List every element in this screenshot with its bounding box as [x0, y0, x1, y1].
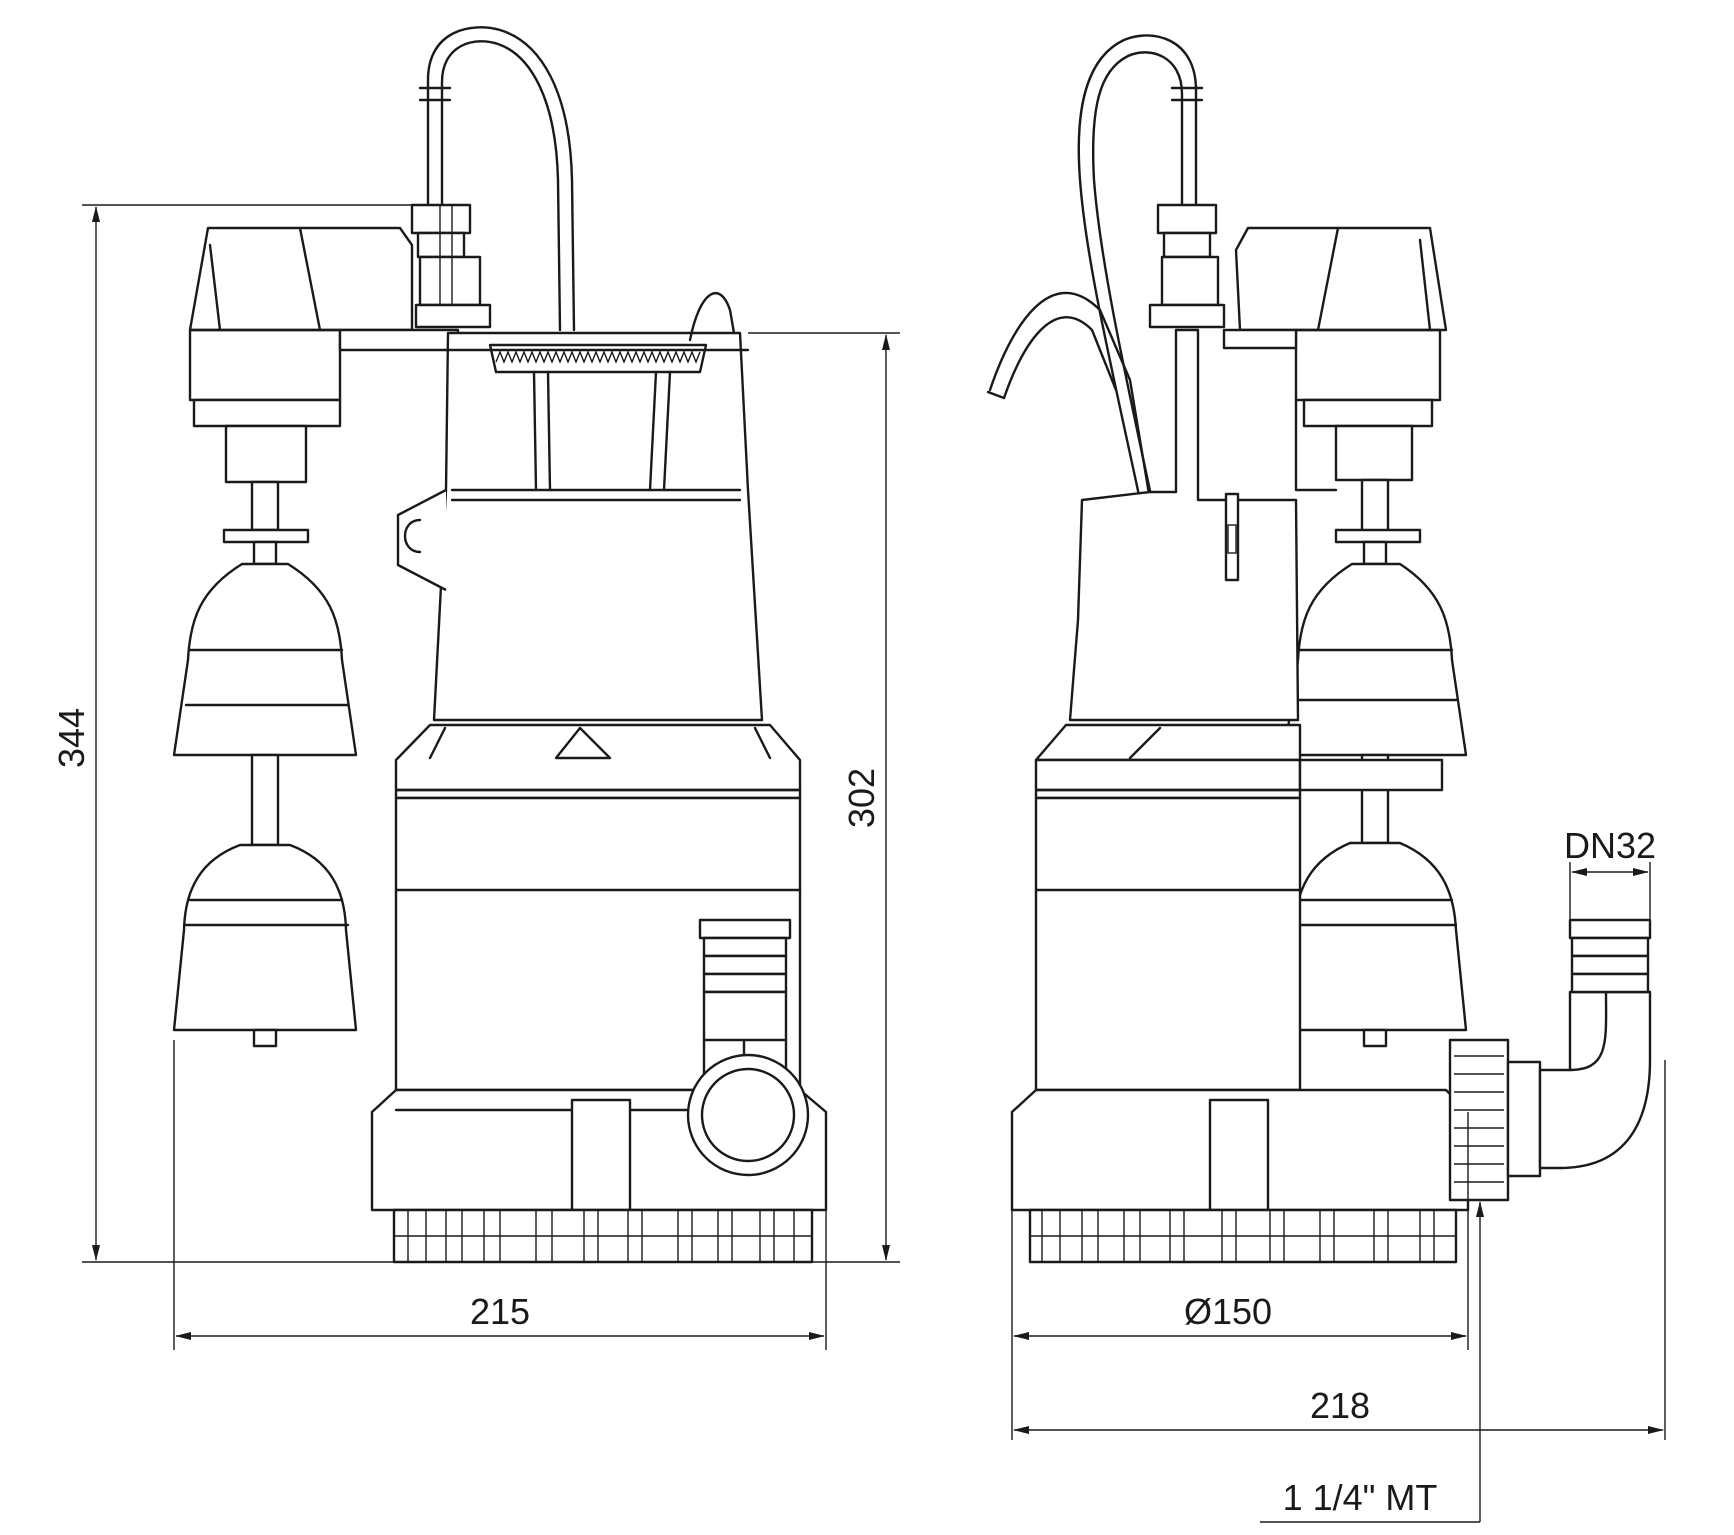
dim-overall-height: 344	[51, 204, 412, 1263]
dim-thread: 1 1/4" MT	[1260, 1201, 1484, 1523]
dim-diameter: Ø150	[1011, 1112, 1469, 1440]
dim-outlet-size: DN32	[1564, 825, 1656, 920]
overall-height-label: 344	[51, 708, 92, 768]
dim-body-height: 302	[748, 332, 900, 1263]
body-height-label: 302	[841, 768, 882, 828]
side-width-label: 218	[1310, 1385, 1370, 1426]
collar-side	[1034, 723, 1444, 800]
discharge-outlet-front	[686, 918, 810, 1177]
cable-gland-side	[1148, 203, 1226, 329]
pump-body	[370, 796, 828, 1264]
diameter-label: Ø150	[1184, 1291, 1272, 1332]
switch-housing	[188, 226, 460, 484]
dim-side-width: 218	[1013, 1060, 1666, 1440]
power-cable-side	[986, 34, 1204, 502]
collar	[394, 723, 802, 800]
side-view: DN32 Ø150 218 1 1/4" MT	[986, 34, 1666, 1523]
front-width-label: 215	[470, 1291, 530, 1332]
motor-housing	[396, 291, 764, 722]
outlet-size-label: DN32	[1564, 825, 1656, 866]
switch-housing-side	[1222, 226, 1448, 492]
thread-label: 1 1/4" MT	[1283, 1477, 1438, 1518]
dim-front-width: 215	[173, 1040, 827, 1350]
front-view: 344 302 215	[51, 26, 900, 1350]
float-switch-side	[1282, 478, 1468, 1048]
discharge-outlet-side	[1448, 918, 1652, 1202]
power-cable	[418, 26, 576, 332]
float-switch	[172, 480, 358, 1048]
cable-gland	[410, 203, 492, 329]
pump-body-side	[1010, 796, 1470, 1264]
motor-housing-side	[1068, 328, 1300, 722]
